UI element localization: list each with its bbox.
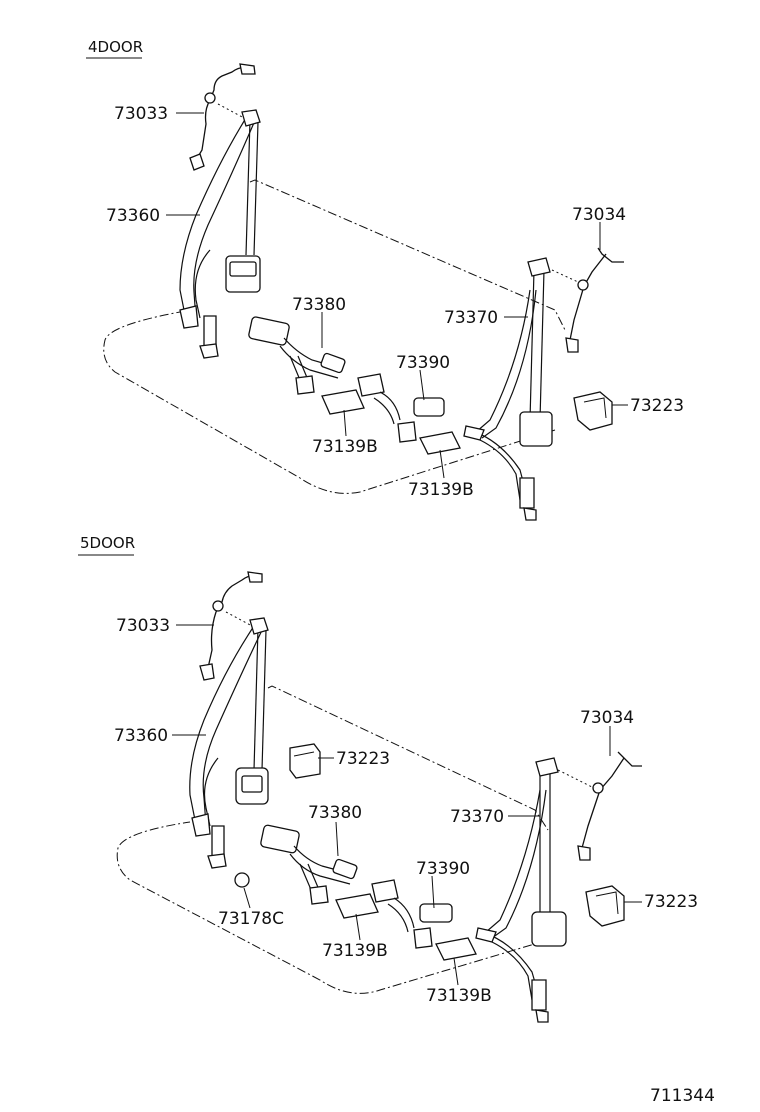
label-73390: 73390 bbox=[416, 859, 470, 879]
leader-lines-4door bbox=[166, 112, 628, 479]
figure-number: 711344 bbox=[650, 1086, 715, 1106]
section-5door: 5DOOR bbox=[78, 534, 698, 1023]
label-73360: 73360 bbox=[114, 726, 168, 746]
label-73223-right: 73223 bbox=[644, 892, 698, 912]
rear-seat-outline bbox=[103, 179, 566, 494]
part-73380-buckle bbox=[260, 824, 477, 961]
part-73223-cover-right bbox=[585, 885, 625, 927]
label-73034: 73034 bbox=[580, 708, 634, 728]
label-73380: 73380 bbox=[292, 295, 346, 315]
leader-lines-5door bbox=[172, 624, 642, 986]
section-heading-4door: 4DOOR bbox=[88, 38, 143, 56]
label-73139b-left: 73139B bbox=[322, 941, 388, 961]
label-73139b-right: 73139B bbox=[426, 986, 492, 1006]
part-73370-belt bbox=[463, 257, 553, 521]
part-73034-anchor bbox=[551, 247, 624, 353]
label-73139b-right: 73139B bbox=[408, 480, 474, 500]
part-73370-belt bbox=[475, 757, 567, 1023]
part-73223-cover-center bbox=[289, 743, 321, 779]
section-heading-5door: 5DOOR bbox=[80, 534, 135, 552]
label-73223-center: 73223 bbox=[336, 749, 390, 769]
label-73178c: 73178C bbox=[218, 909, 284, 929]
label-73370: 73370 bbox=[444, 308, 498, 328]
label-73139b-left: 73139B bbox=[312, 437, 378, 457]
label-73034: 73034 bbox=[572, 205, 626, 225]
label-73380: 73380 bbox=[308, 803, 362, 823]
part-73034-anchor bbox=[557, 751, 642, 861]
label-73370: 73370 bbox=[450, 807, 504, 827]
part-73223-cover bbox=[573, 391, 613, 431]
section-4door: 4DOOR bbox=[86, 38, 684, 521]
label-73223: 73223 bbox=[630, 396, 684, 416]
label-73033: 73033 bbox=[116, 616, 170, 636]
part-73360-belt bbox=[189, 617, 269, 869]
label-73390: 73390 bbox=[396, 353, 450, 373]
part-73033-anchor bbox=[189, 63, 256, 171]
part-73360-belt bbox=[179, 109, 261, 359]
part-73178c-cap bbox=[234, 872, 250, 888]
part-73033-anchor bbox=[199, 571, 263, 681]
part-73380-buckle bbox=[248, 316, 461, 455]
label-73360: 73360 bbox=[106, 206, 160, 226]
label-73033: 73033 bbox=[114, 104, 168, 124]
